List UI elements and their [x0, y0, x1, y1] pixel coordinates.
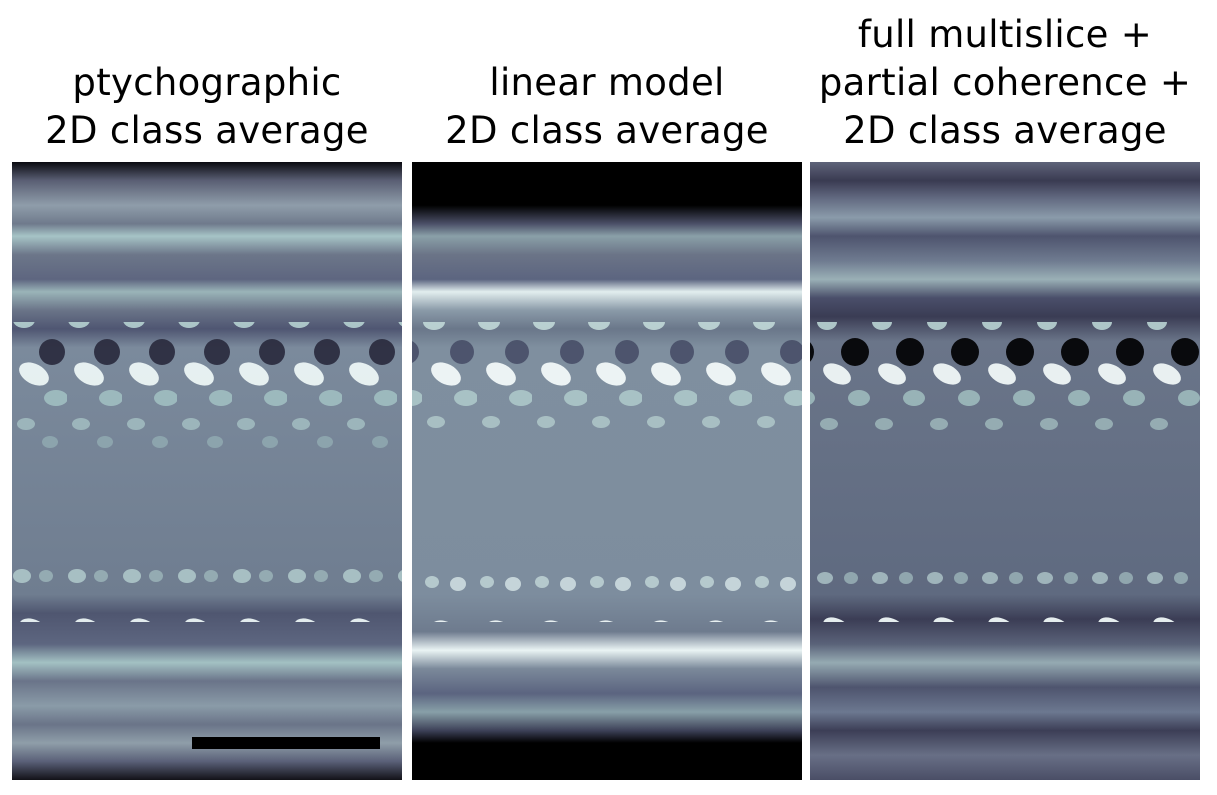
panel-title-line: partial coherence + [818, 61, 1192, 104]
ptychographic-class-average-image [12, 162, 402, 780]
panel-title-line: linear model [489, 61, 725, 104]
panel-title-line: full multislice + [857, 13, 1153, 56]
multislice-class-average-image [810, 162, 1200, 780]
panel-title-line: 2D class average [45, 109, 369, 152]
panel-title-line: ptychographic [72, 61, 342, 104]
panel-title-line: 2D class average [843, 109, 1167, 152]
panel-title: linear model 2D class average [392, 59, 822, 155]
panel-linear-model: linear model 2D class average [412, 0, 802, 795]
panel-title: ptychographic 2D class average [0, 59, 422, 155]
panel-multislice: full multislice + partial coherence + 2D… [810, 0, 1200, 795]
panel-title: full multislice + partial coherence + 2D… [790, 11, 1217, 155]
panel-title-line: 2D class average [445, 109, 769, 152]
panel-ptychographic: ptychographic 2D class average [12, 0, 402, 795]
scale-bar [192, 737, 380, 749]
linear-model-class-average-image [412, 162, 802, 780]
